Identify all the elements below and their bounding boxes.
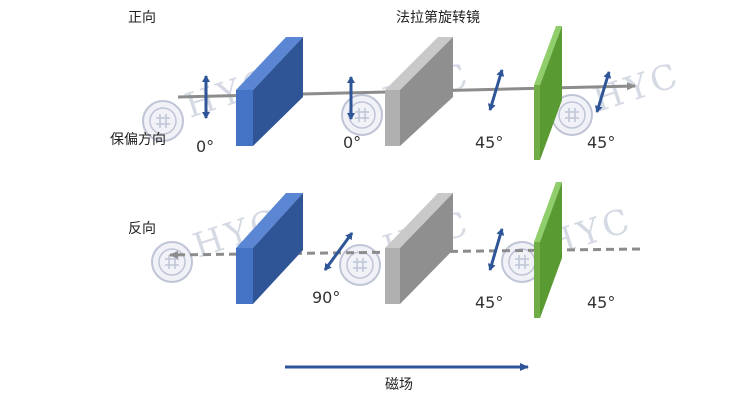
- watermark-6: HYC: [501, 200, 638, 283]
- pol-arrow-forward-4: [594, 71, 612, 113]
- wave-plate-backward: [534, 182, 562, 318]
- pol-arrow-forward-3: [487, 69, 505, 111]
- angle-forward-1: 0°: [196, 137, 215, 156]
- row-label-forward: 正向: [128, 10, 156, 26]
- faraday-rotator-block-forward: [385, 37, 453, 146]
- angle-backward-3: 45°: [587, 293, 616, 312]
- pol-arrow-backward-1: [323, 232, 354, 271]
- diagram-title: 法拉第旋转镜: [396, 10, 480, 26]
- polarizer-block-backward: [236, 193, 303, 304]
- angle-forward-2: 0°: [343, 133, 362, 152]
- angle-forward-3: 45°: [475, 133, 504, 152]
- watermark-3: HYC: [551, 55, 686, 136]
- angle-forward-4: 45°: [587, 133, 616, 152]
- angle-backward-1: 90°: [312, 288, 341, 307]
- faraday-rotator-block-backward: [385, 193, 453, 304]
- polarizer-block-forward: [236, 37, 303, 146]
- field-label: 磁场: [385, 377, 413, 393]
- angle-backward-2: 45°: [475, 293, 504, 312]
- wave-plate-forward: [534, 26, 562, 160]
- row-label-backward: 反向: [128, 221, 156, 237]
- pol-arrow-backward-2: [487, 228, 505, 271]
- component-label: 保偏方向: [110, 132, 166, 148]
